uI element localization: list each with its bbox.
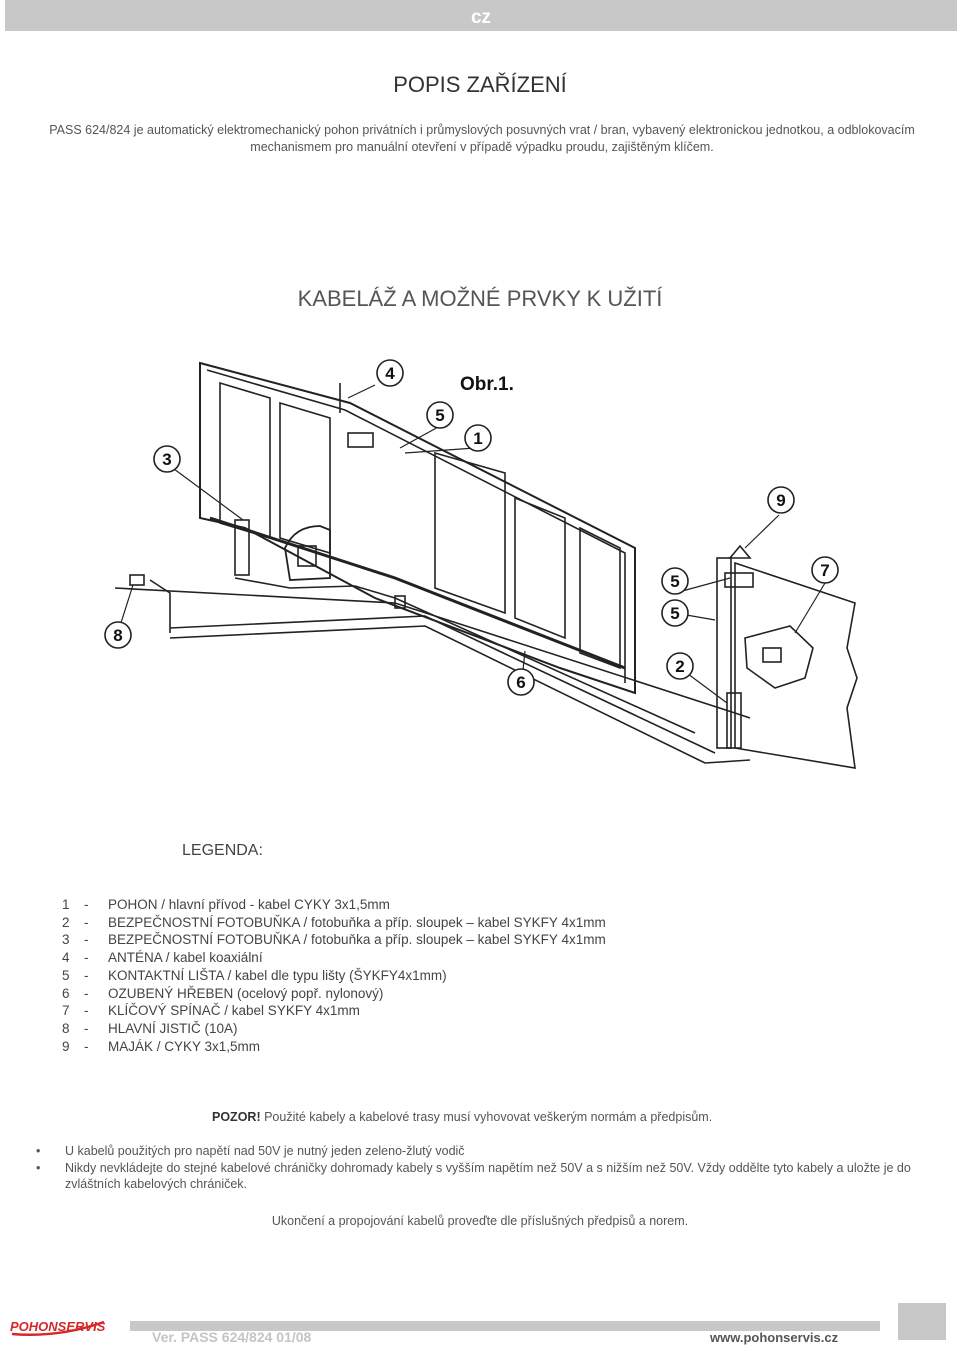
legend-item: 2-BEZPEČNOSTNÍ FOTOBUŇKA / fotobuňka a p… bbox=[62, 914, 606, 930]
header-bar: cz bbox=[5, 0, 957, 31]
legend-item: 4-ANTÉNA / kabel koaxiální bbox=[62, 950, 263, 966]
legend-number: 9 bbox=[62, 1038, 70, 1054]
legend-number: 2 bbox=[62, 914, 70, 930]
bullet-item: • U kabelů použitých pro napětí nad 50V j… bbox=[36, 1143, 960, 1159]
section-title: KABELÁŽ A MOŽNÉ PRVKY K UŽITÍ bbox=[297, 286, 663, 311]
legend-text: ANTÉNA / kabel koaxiální bbox=[108, 950, 263, 966]
callout-7: 7 bbox=[820, 561, 829, 580]
legend-text: BEZPEČNOSTNÍ FOTOBUŇKA / fotobuňka a pří… bbox=[108, 914, 606, 930]
legend-text: KONTAKTNÍ LIŠTA / kabel dle typu lišty (… bbox=[108, 967, 447, 983]
callout-8: 8 bbox=[113, 626, 122, 645]
legend-list: 1-POHON / hlavní přívod - kabel CYKY 3x1… bbox=[62, 896, 606, 1055]
legend-title: LEGENDA: bbox=[182, 842, 263, 859]
legend-number: 6 bbox=[62, 985, 70, 1001]
language-label: cz bbox=[470, 7, 492, 28]
callout-9: 9 bbox=[776, 491, 785, 510]
callout-5: 5 bbox=[435, 406, 444, 425]
legend-number: 4 bbox=[62, 950, 70, 966]
page-title: POPIS ZAŘÍZENÍ bbox=[393, 72, 567, 97]
legend-text: MAJÁK / CYKY 3x1,5mm bbox=[108, 1038, 261, 1054]
legend-text: OZUBENÝ HŘEBEN (ocelový popř. nylonový) bbox=[108, 985, 384, 1001]
bullet-text: Nikdy nevkládejte do stejné kabelové chr… bbox=[65, 1161, 911, 1191]
callout-2: 2 bbox=[675, 657, 684, 676]
legend-text: BEZPEČNOSTNÍ FOTOBUŇKA / fotobuňka a pří… bbox=[108, 932, 606, 948]
warning-label: POZOR! bbox=[212, 1110, 261, 1124]
page-corner-block bbox=[898, 1303, 946, 1340]
gate-wiring-diagram: 4 5 1 3 9 5 7 5 8 2 6 Obr.1. bbox=[104, 359, 858, 769]
legend-number: 3 bbox=[62, 932, 70, 948]
callout-5c: 5 bbox=[670, 604, 679, 623]
legend-item: 9-MAJÁK / CYKY 3x1,5mm bbox=[62, 1038, 261, 1054]
bullet-dot-icon: • bbox=[36, 1161, 41, 1175]
legend-text: HLAVNÍ JISTIČ (10A) bbox=[108, 1020, 238, 1036]
legend-item: 8-HLAVNÍ JISTIČ (10A) bbox=[62, 1020, 238, 1036]
pohonservis-logo: POHONSERVIS bbox=[10, 1319, 106, 1337]
legend-item: 5-KONTAKTNÍ LIŠTA / kabel dle typu lišty… bbox=[62, 967, 447, 983]
legend-text: KLÍČOVÝ SPÍNAČ / kabel SYKFY 4x1mm bbox=[108, 1003, 360, 1019]
logo-text: POHONSERVIS bbox=[10, 1319, 106, 1334]
callout-6: 6 bbox=[516, 673, 525, 692]
legend-number: 5 bbox=[62, 967, 70, 983]
legend-text: POHON / hlavní přívod - kabel CYKY 3x1,5… bbox=[108, 897, 390, 912]
footer-bar bbox=[130, 1321, 880, 1331]
figure-caption: Obr.1. bbox=[460, 374, 514, 395]
callout-3: 3 bbox=[162, 450, 171, 469]
bullet-text: U kabelů použitých pro napětí nad 50V je… bbox=[65, 1144, 465, 1158]
legend-item: 6-OZUBENÝ HŘEBEN (ocelový popř. nylonový… bbox=[62, 985, 384, 1001]
footer-website: www.pohonservis.cz bbox=[710, 1330, 839, 1345]
warning-text: Použité kabely a kabelové trasy musí vyh… bbox=[260, 1110, 713, 1124]
legend-item: 7-KLÍČOVÝ SPÍNAČ / kabel SYKFY 4x1mm bbox=[62, 1003, 360, 1019]
intro-paragraph: PASS 624/824 je automatický elektromecha… bbox=[49, 123, 915, 154]
bullet-item: • Nikdy nevkládejte do stejné kabelové ch… bbox=[36, 1160, 960, 1192]
legend-item: 3-BEZPEČNOSTNÍ FOTOBUŇKA / fotobuňka a p… bbox=[62, 932, 606, 948]
warning-note: POZOR! Použité kabely a kabelové trasy m… bbox=[212, 1110, 712, 1124]
callout-1: 1 bbox=[473, 429, 482, 448]
final-note: Ukončení a propojování kabelů proveďte d… bbox=[271, 1214, 689, 1228]
footer-version: Ver. PASS 624/824 01/08 bbox=[152, 1329, 312, 1345]
legend-item: 1-POHON / hlavní přívod - kabel CYKY 3x1… bbox=[62, 897, 390, 912]
legend-number: 1 bbox=[62, 897, 70, 912]
legend-number: 7 bbox=[62, 1003, 70, 1019]
callout-4: 4 bbox=[385, 364, 395, 383]
bullet-dot-icon: • bbox=[36, 1144, 41, 1158]
legend-number: 8 bbox=[62, 1020, 70, 1036]
bullet-list: • U kabelů použitých pro napětí nad 50V j… bbox=[36, 1143, 960, 1193]
callout-5b: 5 bbox=[670, 572, 679, 591]
